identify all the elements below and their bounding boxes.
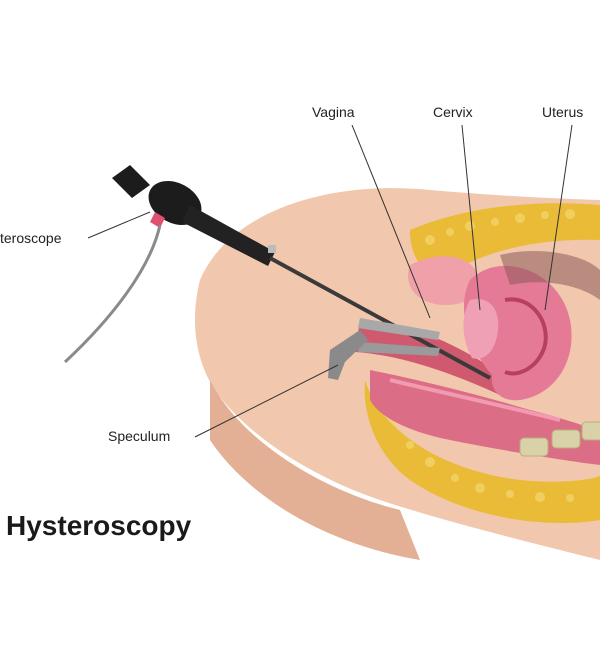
vaginal-canal: [355, 320, 500, 395]
diagram-title: Hysteroscopy: [6, 510, 192, 541]
hysteroscope-shaft: [269, 256, 491, 380]
bladder: [408, 256, 480, 305]
vagina-leader: [351, 124, 431, 319]
hysteroscope: [63, 165, 491, 380]
uterus: [463, 265, 572, 401]
hysteroscope-eyepiece: [112, 165, 150, 198]
speculum-instrument: [328, 318, 440, 380]
hysteroscope-leader: [87, 211, 151, 239]
hysteroscope-valve: [268, 245, 276, 253]
label-hysteroscope: teroscope: [0, 230, 62, 246]
speculum-leader: [194, 364, 339, 438]
uterus-leader: [544, 124, 573, 311]
fat-layer-lower: [364, 380, 600, 524]
leader-lines: [87, 124, 573, 438]
fat-texture: [390, 209, 575, 502]
cervix-leader: [461, 124, 481, 311]
body-skin-shade: [210, 380, 420, 560]
speculum-handle: [328, 330, 368, 380]
label-cervix: Cervix: [433, 104, 473, 120]
rectum-highlight: [389, 378, 561, 422]
spine: [519, 421, 600, 457]
label-vagina: Vagina: [312, 104, 355, 120]
label-uterus: Uterus: [542, 104, 584, 120]
hysteroscope-port: [150, 212, 165, 228]
label-speculum: Speculum: [108, 428, 171, 444]
uterine-cavity: [504, 297, 548, 376]
cervix: [463, 299, 499, 359]
speculum-lower-blade: [358, 342, 440, 356]
hysteroscope-handle: [182, 205, 275, 266]
speculum-upper-blade: [358, 318, 440, 340]
hysteroscope-cable: [63, 224, 162, 364]
